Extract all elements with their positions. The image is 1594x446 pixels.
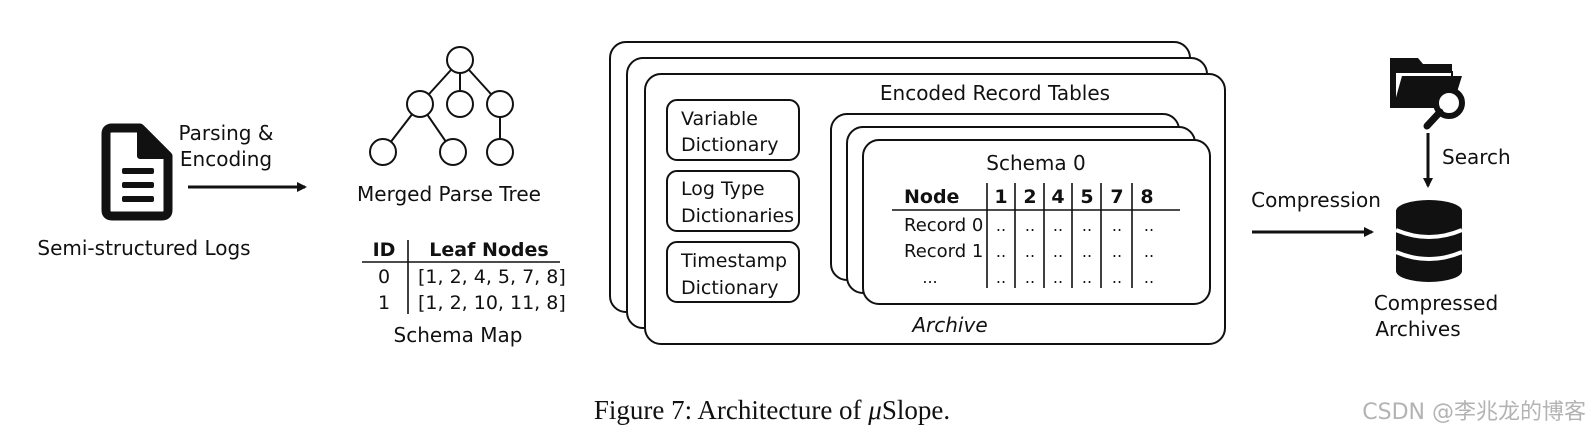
- table-cell: ..: [1144, 216, 1154, 235]
- watermark: CSDN @李兆龙的博客: [1362, 400, 1586, 425]
- schema-map-header-id: ID: [373, 239, 396, 261]
- table-cell: ..: [1112, 268, 1122, 287]
- table-cell: ..: [1144, 268, 1154, 287]
- record-table: Node 1 2 4 5 7 8 Record 0 .. .. .. .. ..…: [892, 183, 1180, 288]
- caption-mu: μ: [867, 395, 882, 425]
- schema-title: Schema 0: [986, 151, 1086, 175]
- table-cell: ..: [996, 268, 1006, 287]
- encoded-record-tables-title: Encoded Record Tables: [880, 81, 1110, 105]
- schema-map-row-leaves: [1, 2, 10, 11, 8]: [418, 292, 566, 314]
- table-cell: ..: [1053, 216, 1063, 235]
- schema-table-box: [862, 139, 1211, 305]
- figure-caption: Figure 7: Architecture of μSlope.: [594, 395, 950, 425]
- dictionary-label: Timestamp: [680, 250, 787, 272]
- compression-label: Compression: [1251, 188, 1381, 212]
- folder-search-icon: [1390, 58, 1465, 130]
- parse-tree-label: Merged Parse Tree: [357, 182, 541, 206]
- output-label-line1: Compressed: [1374, 291, 1498, 315]
- table-cell: ..: [1112, 216, 1122, 235]
- table-cell: ..: [1112, 242, 1122, 261]
- parsing-label: Parsing &: [179, 121, 274, 145]
- table-header-cell: 7: [1110, 186, 1123, 208]
- table-cell: ..: [1082, 268, 1092, 287]
- table-row-label: Record 0: [904, 215, 983, 236]
- input-label: Semi-structured Logs: [37, 236, 250, 260]
- document-icon: [101, 123, 173, 221]
- schema-map-title: Schema Map: [394, 323, 523, 347]
- schema-map-header-leaf: Leaf Nodes: [429, 239, 548, 261]
- dictionary-label: Dictionary: [681, 277, 778, 299]
- search-label: Search: [1442, 145, 1511, 169]
- variable-dictionary: Variable Dictionary: [666, 99, 800, 161]
- table-header-cell: 5: [1080, 186, 1093, 208]
- output-label-line2: Archives: [1375, 317, 1460, 341]
- dictionary-label: Dictionaries: [681, 205, 794, 227]
- table-cell: ..: [1082, 242, 1092, 261]
- table-row-label: ...: [922, 268, 937, 287]
- schema-map-row-id: 1: [378, 292, 390, 314]
- dictionary-label: Variable: [681, 108, 758, 130]
- table-header-cell: 8: [1140, 186, 1153, 208]
- table-header-node: Node: [904, 186, 959, 208]
- database-icon: [1395, 200, 1463, 282]
- log-type-dictionaries: Log Type Dictionaries: [666, 170, 800, 232]
- timestamp-dictionary: Timestamp Dictionary: [666, 241, 800, 303]
- table-cell: ..: [1053, 242, 1063, 261]
- table-cell: ..: [1025, 268, 1035, 287]
- table-cell: ..: [996, 216, 1006, 235]
- caption-text: Figure 7: Architecture of: [594, 395, 868, 425]
- encoding-label: Encoding: [180, 147, 272, 171]
- archive-label: Archive: [910, 313, 987, 337]
- table-cell: ..: [1053, 268, 1063, 287]
- parse-tree: [369, 46, 514, 166]
- table-cell: ..: [1144, 242, 1154, 261]
- table-header-cell: 2: [1023, 186, 1036, 208]
- dictionary-label: Dictionary: [681, 134, 778, 156]
- table-cell: ..: [1025, 216, 1035, 235]
- table-cell: ..: [1082, 216, 1092, 235]
- table-cell: ..: [1025, 242, 1035, 261]
- table-header-cell: 4: [1051, 186, 1064, 208]
- schema-map-table: ID Leaf Nodes 0 [1, 2, 4, 5, 7, 8] 1 [1,…: [362, 239, 566, 314]
- table-cell: ..: [996, 242, 1006, 261]
- schema-map-row-leaves: [1, 2, 4, 5, 7, 8]: [418, 266, 566, 288]
- table-row-label: Record 1: [904, 241, 983, 262]
- caption-name: Slope.: [882, 395, 950, 425]
- table-header-cell: 1: [994, 186, 1007, 208]
- dictionary-label: Log Type: [681, 178, 765, 200]
- schema-map-row-id: 0: [378, 266, 390, 288]
